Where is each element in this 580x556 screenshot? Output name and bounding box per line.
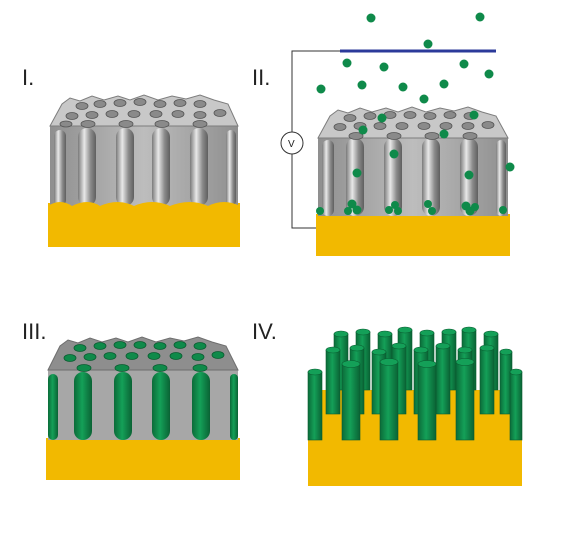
panel-4-substrate: [308, 440, 522, 486]
panel-1: I.: [22, 65, 240, 247]
panel-1-pore-bottoms: [48, 202, 240, 206]
panel-4-rod-caps: [307, 326, 523, 376]
panel-3-substrate: [46, 438, 240, 480]
panel-2-label: II.: [252, 65, 270, 90]
panel-2-wire-lower: [291, 154, 318, 229]
metal-ions: [316, 12, 515, 180]
panel-4-label: IV.: [252, 319, 277, 344]
panel-2: II. V: [252, 12, 515, 256]
panel-2-wire: [291, 50, 340, 132]
panel-3-filled-pores: [48, 372, 238, 440]
panel-2-substrate: [316, 214, 510, 256]
voltmeter-label: V: [288, 139, 295, 150]
panel-3-label: III.: [22, 319, 46, 344]
voltmeter-icon: [280, 131, 304, 155]
panel-1-substrate: [48, 203, 240, 247]
panel-3-top-holes: [63, 341, 225, 372]
panel-3: III.: [22, 319, 240, 480]
deposited-particles: [316, 199, 507, 216]
panel-1-label: I.: [22, 65, 34, 90]
panel-1-top-holes: [59, 98, 227, 128]
panel-4: IV.: [252, 319, 523, 486]
panel-1-pores: [54, 128, 236, 206]
